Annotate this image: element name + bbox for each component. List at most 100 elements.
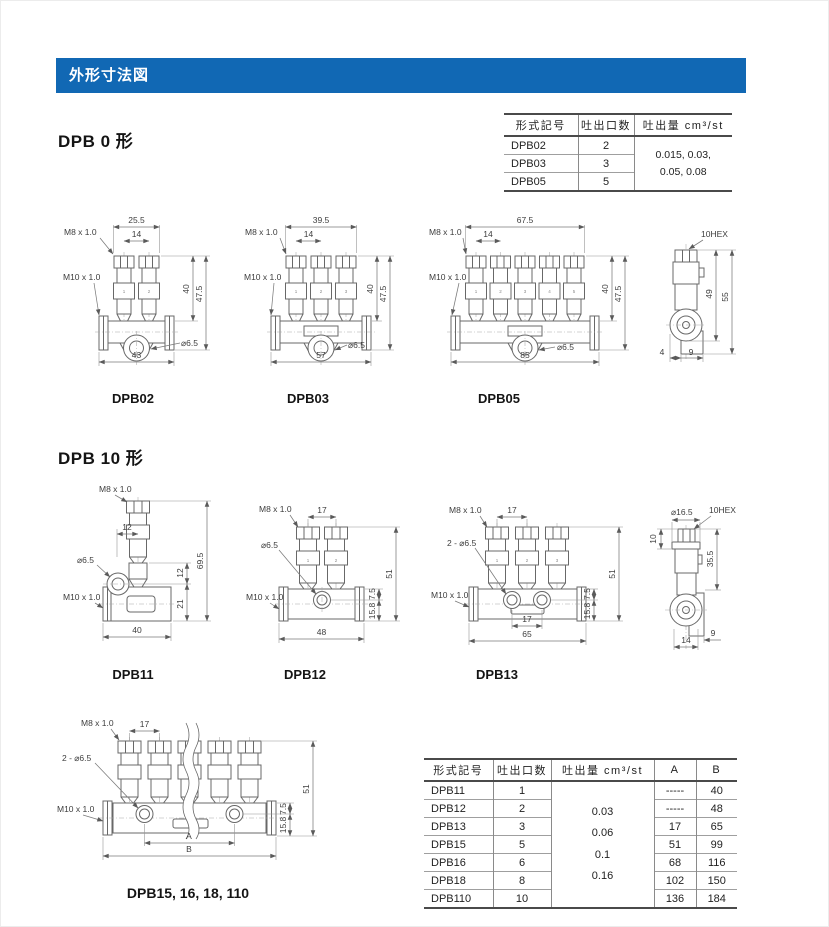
thread-label: M8 x 1.0	[429, 227, 462, 237]
b-cell: 150	[695, 871, 737, 890]
dim-label: 85	[520, 350, 530, 360]
model-cell: DPB16	[424, 853, 493, 872]
dim-label: 10HEX	[701, 229, 728, 239]
manifold-body: 1 2 3 4 5	[447, 251, 603, 365]
a-cell: -----	[653, 780, 696, 800]
header-row: 形式記号 吐出口数 吐出量 cm³/st A B	[424, 759, 737, 782]
dpb10-spec-table: 形式記号 吐出口数 吐出量 cm³/st A B DPB11 1 0.03 0.…	[424, 758, 737, 909]
dim-label: 65	[522, 629, 532, 639]
dim-label: 10	[649, 534, 658, 544]
col-header-discharge: 吐出量 cm³/st	[550, 759, 654, 782]
dim-label: ⌀6.5	[181, 338, 198, 348]
b-cell: 65	[695, 817, 737, 836]
dim-label: 15.8	[278, 816, 288, 833]
a-cell: 17	[653, 817, 696, 836]
discharge-line: 0.015, 0.03,	[655, 149, 711, 162]
manifold-body: 1 2	[275, 522, 368, 622]
dim-label: 12	[122, 522, 132, 532]
thread-label: M10 x 1.0	[57, 804, 95, 814]
dim-label: A	[186, 831, 192, 841]
dim-label: 47.5	[194, 285, 204, 302]
model-cell: DPB13	[424, 817, 493, 836]
dim-label: 39.5	[313, 215, 330, 225]
dpb11-drawing: M8 x 1.0 12 ⌀6.5 M10 x 1.0 12 21 69.5 40	[63, 484, 211, 641]
dimensions: 25.5 14 M8 x 1.0 M10 x 1.0 40 47.5 43 ⌀6…	[63, 215, 210, 366]
thread-label: M8 x 1.0	[99, 484, 132, 494]
drawing-label-dpb02: DPB02	[112, 391, 154, 406]
dim-label: 40	[365, 284, 375, 294]
table-row: DPB110 10 136 184	[424, 889, 737, 908]
dim-label: 47.5	[378, 285, 388, 302]
dim-label: 69.5	[195, 552, 205, 569]
dim-label: 51	[384, 569, 394, 579]
dim-label: 14	[483, 229, 493, 239]
dim-label: ⌀6.5	[348, 340, 365, 350]
thread-label: M10 x 1.0	[429, 272, 467, 282]
dpb13-drawing: 1 2 3 M8 x 1.0 17 2 - ⌀6.5 M10 x 1.0 7.5	[431, 505, 623, 645]
outlets-cell: 1	[492, 780, 551, 800]
model-cell: DPB05	[504, 172, 578, 191]
thread-label: M8 x 1.0	[64, 227, 97, 237]
port-number: 2	[499, 289, 502, 294]
table-row: DPB15 5 51 99	[424, 835, 737, 854]
dim-label: 17	[522, 614, 532, 624]
dim-label: 7.5	[278, 803, 288, 815]
table-row: DPB11 1 0.03 0.06 0.1 0.16 ----- 40	[424, 780, 737, 908]
dim-label: 15.8	[582, 602, 592, 619]
dimensions: M8 x 1.0 17 2 - ⌀6.5 M10 x 1.0 7.5 15.8 …	[57, 718, 317, 860]
dim-label: ⌀6.5	[261, 540, 278, 550]
dim-label: 2 - ⌀6.5	[62, 753, 91, 763]
col-header-outlets: 吐出口数	[492, 759, 551, 782]
dpb05-drawing: 1 2 3 4 5 67.5 14 M8 x 1.0 M10 x 1.0	[429, 215, 629, 366]
dim-label: B	[186, 844, 192, 854]
b-cell: 48	[695, 799, 737, 818]
thread-label: M10 x 1.0	[431, 590, 469, 600]
model-cell: DPB02	[504, 135, 578, 155]
table-row: DPB18 8 102 150	[424, 871, 737, 890]
port-number: 2	[148, 289, 151, 294]
port-number: 1	[123, 289, 126, 294]
drawing-label-dpb05: DPB05	[478, 391, 520, 406]
dim-label: 40	[181, 284, 191, 294]
b-cell: 40	[695, 780, 737, 800]
thread-label: M8 x 1.0	[81, 718, 114, 728]
section-title-bar: 外形寸法図	[56, 58, 746, 93]
drawing-label-dpb11: DPB11	[112, 667, 154, 682]
dim-label: 35.5	[705, 550, 715, 567]
a-cell: 136	[653, 889, 696, 908]
dim-label: 7.5	[367, 588, 377, 600]
manifold-body	[99, 496, 175, 622]
manifold-body: 1 2	[95, 251, 178, 365]
table-row: DPB03 3	[504, 154, 732, 173]
drawing-label-dpb13: DPB13	[476, 667, 518, 682]
dimensions: M8 x 1.0 12 ⌀6.5 M10 x 1.0 12 21 69.5 40	[63, 484, 211, 641]
a-cell: 68	[653, 853, 696, 872]
outlets-cell: 8	[492, 871, 551, 890]
dim-label: 48	[317, 627, 327, 637]
table-row: DPB12 2 ----- 48	[424, 799, 737, 818]
dim-label: 12	[175, 568, 185, 578]
port-number: 3	[345, 289, 348, 294]
thread-label: M10 x 1.0	[244, 272, 282, 282]
b-cell: 99	[695, 835, 737, 854]
dim-label: 17	[140, 719, 150, 729]
dpb03-drawing: 1 2 3 39.5 14 M8 x 1.0 M10 x 1.0 40	[244, 215, 394, 366]
dimensions: ⌀16.5 10HEX 10 35.5 9 14	[649, 505, 736, 650]
thread-label: M10 x 1.0	[246, 592, 284, 602]
dim-label: ⌀16.5	[671, 507, 693, 517]
outlets-cell: 2	[577, 135, 634, 155]
model-cell: DPB15	[424, 835, 493, 854]
a-cell: 51	[653, 835, 696, 854]
discharge-cell: 0.015, 0.03, 0.05, 0.08	[633, 135, 732, 191]
drawing-label-dpb03: DPB03	[287, 391, 329, 406]
table-row: DPB02 2 0.015, 0.03, 0.05, 0.08	[504, 135, 732, 191]
port-number: 5	[573, 289, 576, 294]
outlets-cell: 10	[492, 889, 551, 908]
thread-label: M8 x 1.0	[245, 227, 278, 237]
dim-label: 21	[175, 599, 185, 609]
manifold-body	[666, 244, 706, 360]
dim-label: 51	[301, 784, 311, 794]
outlets-cell: 6	[492, 853, 551, 872]
dim-label: 2 - ⌀6.5	[447, 538, 476, 548]
